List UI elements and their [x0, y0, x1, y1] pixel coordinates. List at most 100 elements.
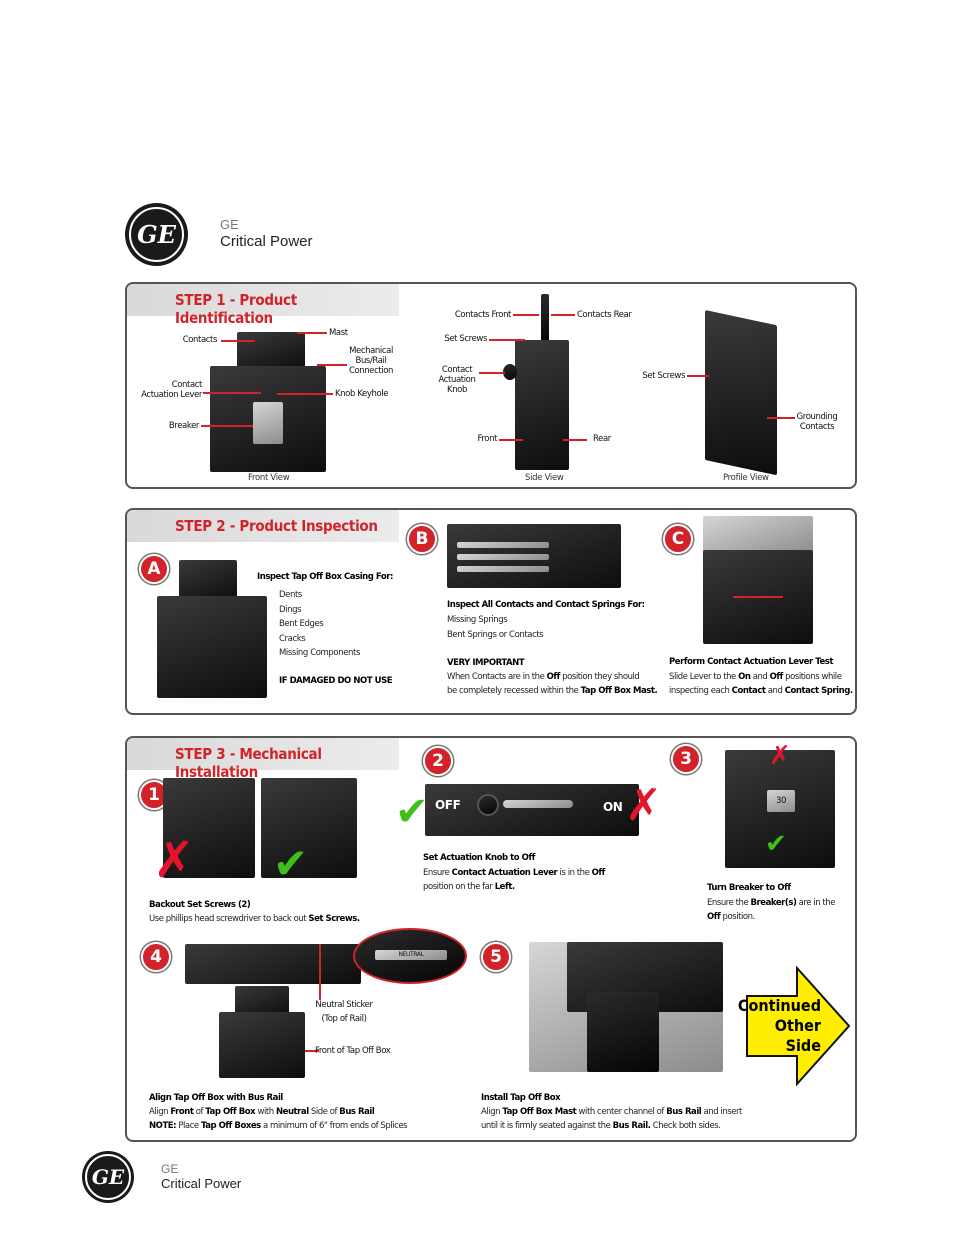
label-front-of-box: Front of Tap Off Box	[315, 1046, 391, 1056]
badge-b: B	[407, 524, 437, 554]
tap-box-align-photo	[219, 1012, 305, 1078]
brand-critical-power: Critical Power	[161, 1176, 242, 1191]
leader-grounding	[767, 417, 795, 419]
b-text: When Contacts are in the	[447, 672, 547, 682]
step2-title: STEP 2 - Product Inspection	[127, 510, 399, 542]
contact-finger-2	[457, 554, 549, 560]
s5-text: Check both sides.	[650, 1121, 721, 1131]
set-screw-in-photo	[261, 778, 357, 878]
brand-critical-power: Critical Power	[220, 233, 313, 250]
c-bold: On	[738, 672, 751, 682]
leader-front-box	[305, 1050, 319, 1052]
c-bold: Off	[769, 672, 784, 682]
side-view-knob-photo	[503, 364, 517, 380]
s2-text: is in the	[557, 868, 592, 878]
leader-front	[499, 439, 523, 441]
c-text: and	[765, 686, 785, 696]
tap-box-align-top	[235, 986, 289, 1016]
continued-text: Continued Other Side	[738, 996, 821, 1056]
c-bold: Contact Spring.	[784, 686, 853, 696]
s4-bold: NOTE:	[149, 1121, 177, 1131]
leader-knob	[479, 372, 505, 374]
s2-bold: Left.	[494, 882, 515, 892]
s3-text: are in the	[796, 898, 836, 908]
s3-bold: Breaker(s)	[750, 898, 797, 908]
label-breaker: Breaker	[168, 421, 200, 431]
check-mark-icon: ✔	[765, 829, 787, 859]
s4-line2: NOTE: Place Tap Off Boxes a minimum of 6…	[149, 1119, 408, 1133]
label-neutral-1: Neutral Sticker	[315, 1000, 373, 1010]
label-set-screws-profile: Set Screws	[642, 371, 685, 381]
label-grounding-2: Contacts	[799, 422, 835, 432]
label-mast: Mast	[329, 328, 348, 338]
s4-text: Side of	[308, 1107, 340, 1117]
s3-line2: Off position.	[707, 910, 755, 924]
s5-line2: until it is firmly seated against the Bu…	[481, 1119, 721, 1133]
s5-bold: Bus Rail.	[612, 1121, 651, 1131]
label-grounding-1: Grounding	[796, 412, 838, 422]
c-text: Slide Lever to the	[669, 672, 739, 682]
badge-c: C	[663, 524, 693, 554]
s4-bold: Neutral	[275, 1107, 309, 1117]
label-neutral-sticker: Neutral Sticker (Top of Rail)	[303, 1000, 385, 1024]
leader-rear	[563, 439, 587, 441]
s5-bold: Bus Rail	[666, 1107, 702, 1117]
badge-a: A	[139, 554, 169, 584]
actuation-knob-icon	[477, 794, 499, 816]
label-knob-3: Knob	[447, 385, 467, 395]
leader-set-screws-profile	[687, 375, 709, 377]
badge-3: 3	[671, 744, 701, 774]
b-bold: Tap Off Box Mast.	[580, 686, 658, 696]
label-off: OFF	[435, 798, 461, 812]
front-view-mast-photo	[237, 332, 305, 370]
continued-line-3: Side	[785, 1036, 821, 1055]
label-lever-1: Contact	[171, 380, 203, 390]
c-text: positions while	[782, 672, 842, 682]
s4-bold: Bus Rail	[339, 1107, 375, 1117]
s3-bold: Off	[707, 912, 721, 922]
a-item: Missing Components	[279, 648, 360, 658]
s4-bold: Tap Off Boxes	[200, 1121, 261, 1131]
brand-ge: GE	[220, 217, 239, 232]
ge-logo-top: GE	[125, 203, 188, 266]
s4-text: Align	[149, 1107, 171, 1117]
s4-heading: Align Tap Off Box with Bus Rail	[149, 1093, 283, 1103]
label-contacts-front: Contacts Front	[454, 310, 512, 320]
breaker-rating: 30	[775, 796, 787, 806]
brand-text-bottom: GE Critical Power	[161, 1162, 241, 1192]
s1-text: Use phillips head screwdriver to back ou…	[149, 914, 309, 924]
label-front: Front	[477, 434, 498, 444]
a-item: Bent Edges	[279, 619, 324, 629]
leader-breaker	[201, 425, 253, 427]
side-view-body-photo	[515, 340, 569, 470]
check-mark-icon: ✔	[273, 839, 309, 888]
s5-heading: Install Tap Off Box	[481, 1093, 561, 1103]
a-item: Dents	[279, 590, 302, 600]
c-bold: Contact	[731, 686, 766, 696]
step2-panel: STEP 2 - Product Inspection A Inspect Ta…	[125, 508, 857, 715]
step3-panel: STEP 3 - Mechanical Installation 1 ✗ ✔ B…	[125, 736, 857, 1142]
b-important-line1: When Contacts are in the Off position th…	[447, 670, 640, 684]
label-set-screws: Set Screws	[444, 334, 487, 344]
s5-line1: Align Tap Off Box Mast with center chann…	[481, 1105, 742, 1119]
contact-finger-1	[457, 542, 549, 548]
label-knob-2: Actuation	[438, 375, 476, 385]
s4-text: of	[193, 1107, 206, 1117]
s3-heading: Turn Breaker to Off	[707, 883, 791, 893]
s4-text: Place	[176, 1121, 201, 1131]
continued-line-1: Continued	[737, 996, 821, 1015]
b-important-line2: be completely recessed within the Tap Of…	[447, 684, 658, 698]
profile-view-caption: Profile View	[723, 473, 769, 483]
label-keyhole: Knob Keyhole	[335, 389, 389, 399]
set-screw-out-photo	[163, 778, 255, 878]
side-view-caption: Side View	[525, 473, 564, 483]
front-view-caption: Front View	[248, 473, 290, 483]
lever-test-arrow	[733, 596, 783, 598]
label-rear: Rear	[593, 434, 611, 444]
badge-2: 2	[423, 746, 453, 776]
neutral-sticker	[375, 950, 447, 960]
leader-mech	[317, 364, 347, 366]
c-text: inspecting each	[669, 686, 732, 696]
label-knob: Contact Actuation Knob	[433, 365, 481, 395]
breaker-switch	[767, 790, 795, 812]
